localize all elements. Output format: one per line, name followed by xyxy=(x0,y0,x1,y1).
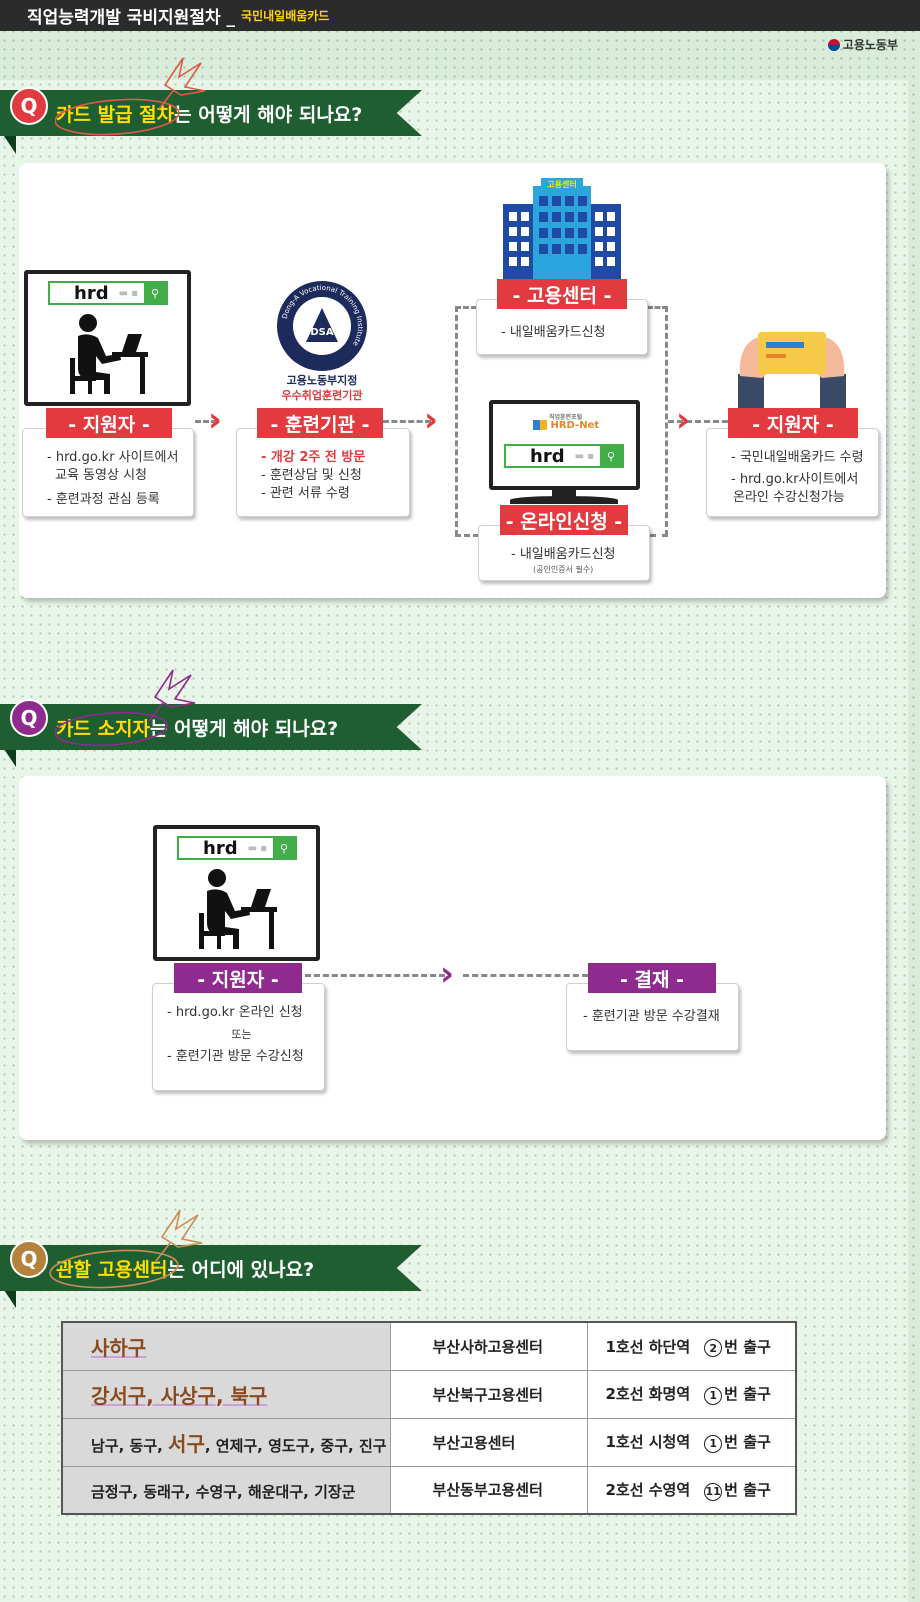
center-cell: 부산사하고용센터 xyxy=(389,1321,588,1371)
svg-text:DSA: DSA xyxy=(310,327,334,338)
page-subtitle: 국민내일배움카드 xyxy=(241,9,330,23)
applicant-final-card: - 국민내일배움카드 수령 - hrd.go.kr사이트에서 온라인 수강신청가… xyxy=(706,428,879,517)
arrow-right-icon: › xyxy=(440,954,455,994)
applicant-monitor: hrd ▬ ▪ ⚲ xyxy=(153,825,320,961)
search-bar: hrd ▬ ▪ ⚲ xyxy=(177,836,297,860)
q1-badge: Q xyxy=(10,87,48,125)
search-bar: hrd ▬ ▪ ⚲ xyxy=(48,281,168,305)
q3-doodle-icon xyxy=(49,1209,203,1289)
employment-center-label: - 고용센터 - xyxy=(497,279,627,309)
applicant-card: - hrd.go.kr 온라인 신청 또는 - 훈련기관 방문 수강신청 xyxy=(152,983,325,1091)
online-monitor: HRD-Net 직업훈련포털 hrd ▬ ▪ ⚲ xyxy=(489,400,640,490)
institute-emblem-icon: Dong-A Vocational Training Institute DSA xyxy=(277,281,367,371)
q3-highlight: 관할 고용센터 xyxy=(56,1258,168,1281)
page-title: 직업능력개발 국비지원절차 _ xyxy=(27,8,236,28)
q3-question: 는 어디에 있나요? xyxy=(167,1258,315,1281)
person-at-desk-icon xyxy=(70,314,148,394)
hrd-net-logo: HRD-Net 직업훈련포털 xyxy=(533,414,599,431)
monitor-base xyxy=(510,496,618,504)
taeguk-icon xyxy=(827,38,840,51)
district-cell: 금정구, 동래구, 수영구, 해운대구, 기장군 xyxy=(61,1465,391,1515)
center-cell: 부산북구고용센터 xyxy=(389,1369,588,1419)
institute-designation: 고용노동부지정 우수취업훈련기관 xyxy=(281,374,363,402)
hrd-net-icon xyxy=(533,420,547,430)
bracket-right xyxy=(665,306,668,536)
center-cell: 부산동부고용센터 xyxy=(389,1465,588,1515)
card-in-hands-icon xyxy=(738,332,846,410)
q3-badge: Q xyxy=(10,1240,48,1278)
q2-highlight: 카드 소지자 xyxy=(56,717,151,740)
payment-label: - 결재 - xyxy=(588,963,716,993)
ministry-name: 고용노동부 xyxy=(842,38,898,52)
institute-label: - 훈련기관 - xyxy=(257,408,383,438)
institute-card: - 개강 2주 전 방문 - 훈련상담 및 신청 - 관련 서류 수령 xyxy=(236,428,410,517)
q3-banner: 관할 고용센터 는 어디에 있나요? xyxy=(0,1245,422,1291)
search-icon: ⚲ xyxy=(600,446,622,466)
payment-card: - 훈련기관 방문 수강결재 xyxy=(566,983,739,1051)
q2-doodle-icon xyxy=(55,669,196,747)
applicant-label: - 지원자 - xyxy=(46,408,172,438)
q2-question: 는 어떻게 해야 되나요? xyxy=(150,717,339,740)
q1-highlight: 카드 발급 절차 xyxy=(56,103,175,126)
top-bar: 직업능력개발 국비지원절차 _ 국민내일배움카드 xyxy=(0,0,920,31)
q1-doodle-icon xyxy=(55,57,206,136)
q1-question: 는 어떻게 해야 되나요? xyxy=(174,103,363,126)
arrow-right-icon: › xyxy=(208,400,223,440)
online-apply-label: - 온라인신청 - xyxy=(500,505,628,535)
q1-banner: 카드 발급 절차 는 어떻게 해야 되나요? xyxy=(0,90,422,136)
district-cell: 사하구 xyxy=(61,1321,391,1371)
bracket-left xyxy=(455,306,458,536)
applicant-monitor: hrd ▬ ▪ ⚲ xyxy=(24,270,191,406)
applicant-label: - 지원자 - xyxy=(174,963,302,993)
applicant-card: - hrd.go.kr 사이트에서 교육 동영상 시청 - 훈련과정 관심 등록 xyxy=(22,428,194,517)
svg-text:고용센터: 고용센터 xyxy=(547,179,576,189)
person-at-desk-icon xyxy=(199,869,277,949)
monitor-stand xyxy=(552,490,576,498)
district-cell: 남구, 동구, 서구, 연제구, 영도구, 중구, 진구 xyxy=(61,1417,391,1467)
ministry-logo: 고용노동부 xyxy=(827,36,898,53)
search-bar: hrd ▬ ▪ ⚲ xyxy=(504,444,624,468)
search-icon: ⚲ xyxy=(144,283,166,303)
q2-badge: Q xyxy=(10,699,48,737)
arrow-right-icon: › xyxy=(676,400,691,440)
employment-center-building-icon: 고용센터 xyxy=(503,178,621,280)
arrow-right-icon: › xyxy=(424,400,439,440)
center-cell: 부산고용센터 xyxy=(389,1417,588,1467)
table-row: 남구, 동구, 서구, 연제구, 영도구, 중구, 진구 부산고용센터 1호선 … xyxy=(61,1417,797,1467)
applicant-final-label: - 지원자 - xyxy=(728,408,858,438)
search-icon: ⚲ xyxy=(273,838,295,858)
district-cell: 강서구, 사상구, 북구 xyxy=(61,1369,391,1419)
table-row: 금정구, 동래구, 수영구, 해운대구, 기장군 부산동부고용센터 2호선 수영… xyxy=(61,1465,797,1515)
